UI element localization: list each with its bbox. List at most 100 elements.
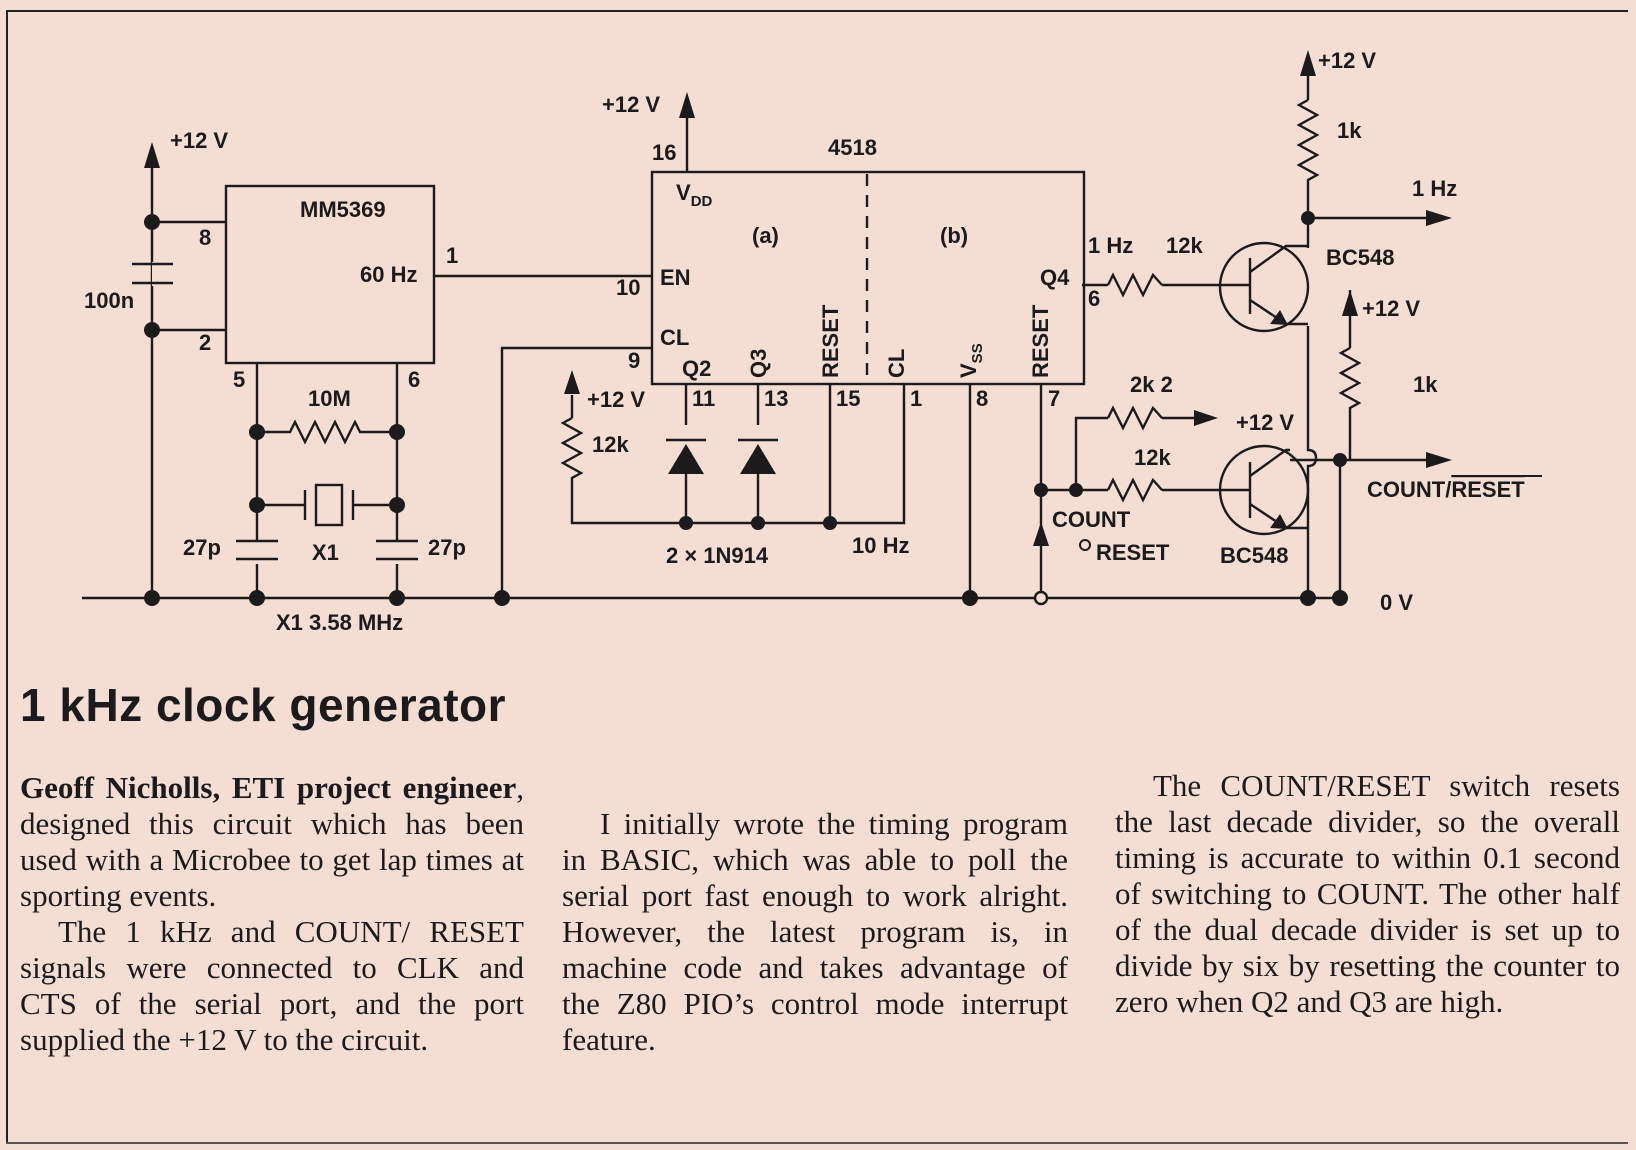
arrow-12v-t1 [1300, 50, 1316, 76]
ic2-vdd: VDD [676, 180, 713, 210]
arrow-count-out [1426, 452, 1452, 468]
ic2-name: 4518 [828, 135, 877, 160]
label-diodes: 2 × 1N914 [666, 543, 769, 568]
label-27p-left: 27p [183, 535, 221, 560]
label-10hz: 10 Hz [852, 533, 909, 558]
ic2-body [650, 170, 1086, 386]
ic2-pin8: 8 [976, 386, 988, 411]
cap-27p-right [376, 539, 418, 564]
resistor-2k2 [1106, 405, 1163, 431]
label-x1: X1 [312, 540, 339, 565]
ic2-reset-b: RESET [1028, 304, 1053, 378]
resistor-12k-pullup [560, 416, 584, 495]
ic1-pin5: 5 [233, 367, 245, 392]
ic1-pin1: 1 [446, 243, 458, 268]
ic2-cl: CL [660, 325, 689, 350]
cl-wire [500, 346, 652, 598]
label-switch-reset: RESET [1096, 540, 1170, 565]
ic1-pin2: 2 [199, 330, 211, 355]
article-paragraph-1: Geoff Nicholls, ETI project engineer, de… [20, 770, 524, 914]
article-paragraph-2: The 1 kHz and COUNT/ RESET signals were … [20, 914, 524, 1057]
diode-q2 [666, 438, 706, 474]
ic2-en: EN [660, 265, 691, 290]
ic2-q2: Q2 [682, 356, 711, 381]
label-crystal-note: X1 3.58 MHz [276, 610, 403, 635]
label-12k-pullup: 12k [592, 432, 629, 457]
circuit-schematic: +12 V +12 V +12 V +12 V +12 V +12 V 0 V … [82, 48, 1542, 635]
ic2-pin7: 7 [1048, 386, 1060, 411]
ic2-pin6: 6 [1088, 286, 1100, 311]
label-12v-ic2: +12 V [602, 92, 660, 117]
ic2-q3: Q3 [746, 349, 771, 378]
ic2-pin16: 16 [652, 140, 676, 165]
count-reset-out [1290, 458, 1440, 598]
ic1-pin8: 8 [199, 225, 211, 250]
crystal-x1 [303, 483, 355, 527]
resistor-12k-q4 [1106, 272, 1163, 298]
arrow-2k2-end [1194, 410, 1218, 426]
article-p1-text: , designed this circuit which has been u… [20, 770, 524, 913]
label-0v: 0 V [1380, 590, 1413, 615]
ic2-vss: VSS [956, 343, 986, 378]
label-bc548-t2: BC548 [1220, 543, 1288, 568]
ic2-cl-b: CL [884, 349, 909, 378]
ic1-output: 60 Hz [360, 262, 417, 287]
label-switch-count: COUNT [1052, 507, 1131, 532]
resistor-10m [257, 419, 397, 445]
arrow-12v-pullup [564, 370, 580, 394]
cap-27p-left [236, 539, 278, 564]
pullup-wire [570, 385, 906, 525]
label-bc548-t1: BC548 [1326, 245, 1394, 270]
label-12v-t1: +12 V [1318, 48, 1376, 73]
ic2-pin11: 11 [692, 386, 715, 411]
diode-q3 [738, 438, 778, 474]
label-12v-2k2: +12 V [1236, 410, 1294, 435]
ic1-name: MM5369 [300, 197, 386, 222]
arrow-1hz-out [1426, 210, 1452, 226]
label-1k-t1: 1k [1337, 118, 1362, 143]
label-12k-q4: 12k [1166, 233, 1203, 258]
label-1k-t2: 1k [1413, 372, 1438, 397]
ic2-q4: Q4 [1040, 265, 1070, 290]
frame-left-rule [6, 10, 8, 1142]
ic2-half-a: (a) [752, 223, 779, 248]
label-1hz-q4: 1 Hz [1088, 233, 1133, 258]
resistor-1k-t2 [1338, 346, 1362, 428]
ic2-pin15: 15 [836, 386, 860, 411]
transistor-t2 [1218, 444, 1310, 536]
ic2-half-b: (b) [940, 223, 968, 248]
article-column-2: I initially wrote the timing program in … [562, 806, 1068, 1058]
article-title: 1 kHz clock generator [20, 679, 507, 731]
label-12v-t2: +12 V [1362, 296, 1420, 321]
ic2-pin10: 10 [616, 275, 640, 300]
ic2-pin13: 13 [764, 386, 788, 411]
ic1-body [224, 184, 436, 365]
wiring [82, 57, 1440, 600]
ic1-pin6: 6 [408, 367, 420, 392]
arrow-12v-ic2 [679, 92, 695, 118]
article-author: Geoff Nicholls, ETI project engineer [20, 770, 517, 805]
arrow-12v-left [144, 142, 160, 168]
arrow-12v-t2 [1342, 290, 1358, 316]
label-12v-left: +12 V [170, 128, 228, 153]
article-column-3: The COUNT/RESET switch resets the last d… [1115, 768, 1620, 1020]
article-column-1: Geoff Nicholls, ETI project engineer, de… [20, 770, 524, 1058]
frame-bottom-rule [6, 1142, 1628, 1144]
labels: +12 V +12 V +12 V +12 V +12 V +12 V 0 V … [84, 48, 1525, 635]
label-27p-right: 27p [428, 535, 466, 560]
article-paragraph-3: I initially wrote the timing program in … [562, 806, 1068, 1057]
resistor-1k-t1 [1296, 98, 1320, 190]
label-100n: 100n [84, 288, 134, 313]
arrows [144, 50, 1452, 546]
label-10m: 10M [308, 386, 351, 411]
label-2k2: 2k 2 [1130, 372, 1173, 397]
label-count-reset: COUNT/RESET [1367, 477, 1525, 502]
ic2-reset-a: RESET [818, 304, 843, 378]
resistor-12k-count [1106, 477, 1163, 503]
article-paragraph-4: The COUNT/RESET switch resets the last d… [1115, 768, 1620, 1019]
cap-100n [132, 262, 173, 286]
arrow-switch [1033, 522, 1049, 546]
ic2-pin9: 9 [628, 348, 640, 373]
junctions [144, 211, 1348, 606]
transistor-t1 [1218, 241, 1310, 333]
